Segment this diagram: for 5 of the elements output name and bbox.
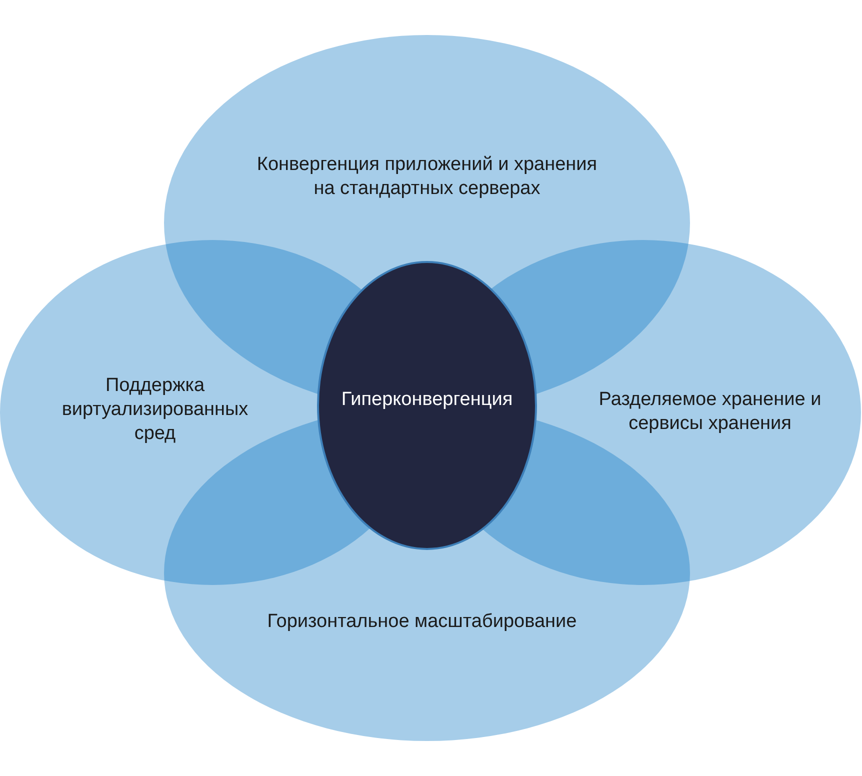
ellipse-label: Гиперконвергенция xyxy=(340,388,514,412)
ellipse-label: Горизонтальное масштабирование xyxy=(266,610,578,634)
ellipse-label: Разделяемое хранение и сервисы хранения xyxy=(598,388,822,436)
ellipse-label: Конвергенция приложений и хранения на стандартных серверах xyxy=(256,153,598,201)
ellipse-label: Поддержка виртуализированных сред xyxy=(60,374,250,446)
